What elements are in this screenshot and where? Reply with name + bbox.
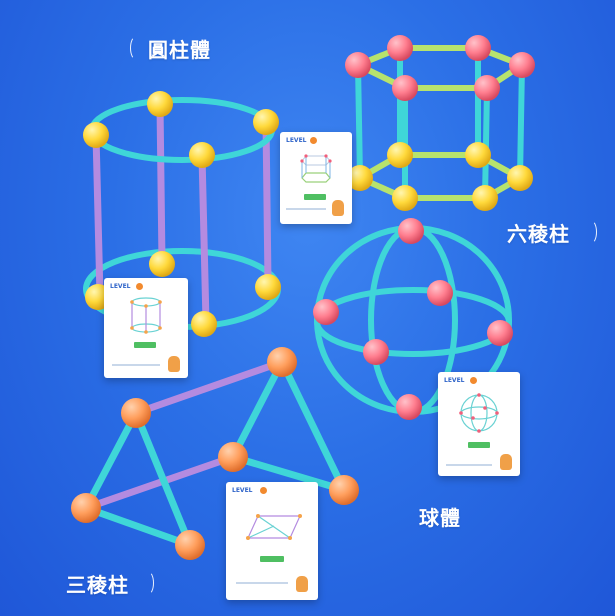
lion-mascot-icon: [332, 200, 344, 216]
instruction-card-sphere: LEVEL: [438, 372, 520, 476]
level-badge: [136, 283, 143, 290]
lion-mascot-icon: [500, 454, 512, 470]
card-diagram: [130, 297, 162, 334]
card-divider: [446, 464, 492, 466]
triangular-prism-model: [71, 347, 359, 560]
card-level-label: LEVEL: [444, 377, 465, 384]
level-badge: [260, 487, 267, 494]
label-bracket: [142, 571, 154, 595]
card-divider: [112, 364, 160, 366]
label-cylinder: 圓柱體: [148, 38, 211, 62]
card-level-label: LEVEL: [232, 487, 253, 494]
label-bracket: [130, 36, 142, 60]
hexagonal-prism-model: [345, 35, 535, 211]
card-answer-box: [260, 556, 284, 562]
label-bracket: [585, 220, 597, 244]
instruction-card-hexagonal-prism: LEVEL: [280, 132, 352, 224]
label-sphere: 球體: [419, 506, 461, 530]
label-triangular-prism: 三稜柱: [66, 573, 129, 597]
card-divider: [286, 208, 326, 210]
cylinder-model: [83, 91, 281, 337]
lion-mascot-icon: [168, 356, 180, 372]
card-level-label: LEVEL: [110, 283, 131, 290]
card-level-label: LEVEL: [286, 137, 307, 144]
card-divider: [236, 582, 288, 584]
card-answer-box: [304, 194, 326, 200]
label-hexagonal-prism: 六稜柱: [507, 222, 570, 246]
card-answer-box: [468, 442, 490, 448]
sphere-joints: [313, 218, 513, 420]
level-badge: [470, 377, 477, 384]
card-diagram: [300, 154, 332, 183]
lion-mascot-icon: [296, 576, 308, 592]
level-badge: [310, 137, 317, 144]
card-diagram: [459, 393, 499, 433]
instruction-card-cylinder: LEVEL: [104, 278, 188, 378]
instruction-card-triangular-prism: LEVEL: [226, 482, 318, 600]
card-answer-box: [134, 342, 156, 348]
card-diagram: [246, 514, 302, 540]
